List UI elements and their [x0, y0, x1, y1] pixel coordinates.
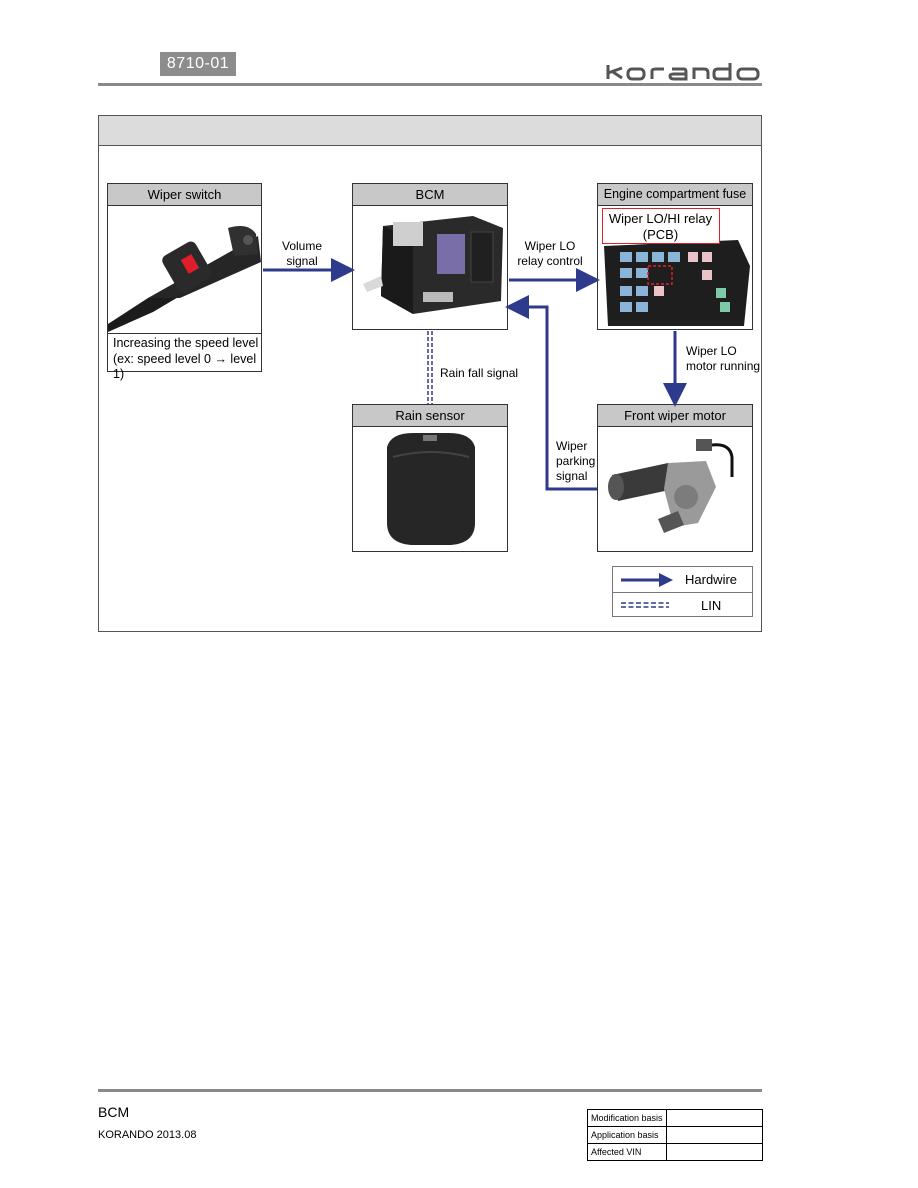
signal-arrows-layer — [263, 258, 687, 491]
fuse-box-box: Engine compartment fuse box Wiper LO/HI … — [597, 183, 753, 330]
legend-lin-dashed-icon — [621, 602, 669, 608]
table-cell-value — [666, 1126, 763, 1144]
relay-control-label-1: Wiper LO — [524, 239, 576, 253]
legend-hardwire-arrow-icon — [621, 573, 673, 587]
footer-model-year: KORANDO 2013.08 — [98, 1129, 197, 1141]
diagram-frame — [98, 115, 762, 632]
table-cell-label: Modification basis — [587, 1109, 667, 1127]
wiper-switch-box: Wiper switch Increasing the speed level … — [107, 183, 262, 381]
diagram-header-bar — [99, 116, 761, 146]
parking-signal-arrow — [505, 295, 597, 491]
rain-sensor-image — [353, 427, 507, 551]
wiper-switch-title: Wiper switch — [108, 184, 261, 206]
volume-signal-label-1: Volume — [281, 239, 323, 253]
legend-divider — [613, 592, 752, 593]
parking-label-1: Wiper — [556, 439, 588, 453]
table-cell-label: Affected VIN — [587, 1143, 667, 1161]
wiper-switch-caption-2: (ex: speed level 0 → level 1) — [113, 352, 257, 381]
header-divider — [98, 83, 762, 86]
lo-running-label-1: Wiper LO — [686, 344, 737, 358]
table-row: Modification basis — [587, 1109, 763, 1127]
parking-label-3: signal — [556, 469, 588, 483]
table-cell-label: Application basis — [587, 1126, 667, 1144]
legend-hardwire-label: Hardwire — [685, 572, 738, 587]
rain-sensor-title: Rain sensor — [353, 405, 507, 427]
wiper-switch-image — [108, 206, 261, 333]
bcm-module-image — [353, 206, 507, 329]
footer-section-title: BCM — [98, 1104, 130, 1120]
rain-sensor-box: Rain sensor — [352, 404, 508, 552]
volume-signal-label-2: signal — [286, 254, 318, 268]
fuse-box-title: Engine compartment fuse box — [598, 184, 752, 222]
wiper-motor-title: Front wiper motor — [598, 405, 752, 427]
bcm-title: BCM — [353, 184, 507, 206]
footer-divider — [98, 1089, 762, 1092]
modification-table: Modification basis Application basis Aff… — [587, 1109, 763, 1161]
legend-lin-label: LIN — [701, 598, 722, 613]
table-cell-value — [666, 1143, 763, 1161]
wiper-relay-callout: Wiper LO/HI relay (PCB) — [602, 208, 720, 244]
table-row: Application basis — [587, 1126, 763, 1144]
relay-control-label-2: relay control — [517, 254, 583, 268]
parking-label-2: parking — [556, 454, 596, 468]
rain-fall-label: Rain fall signal — [440, 366, 519, 380]
legend: Hardwire LIN — [612, 566, 753, 617]
wiper-motor-box: Front wiper motor — [597, 404, 753, 552]
bcm-box: BCM — [352, 183, 508, 330]
wiper-motor-image — [598, 427, 752, 551]
korando-logo — [606, 63, 760, 81]
wiper-switch-caption-1: Increasing the speed level — [113, 336, 259, 350]
table-row: Affected VIN — [587, 1143, 763, 1161]
table-cell-value — [666, 1109, 763, 1127]
document-code-badge: 8710-01 — [160, 52, 236, 76]
lo-running-label-2: motor running — [686, 359, 761, 373]
wiper-relay-label-1: Wiper LO/HI relay — [608, 211, 713, 226]
wiper-switch-divider — [108, 333, 261, 334]
wiper-relay-label-2: (PCB) — [642, 227, 679, 242]
